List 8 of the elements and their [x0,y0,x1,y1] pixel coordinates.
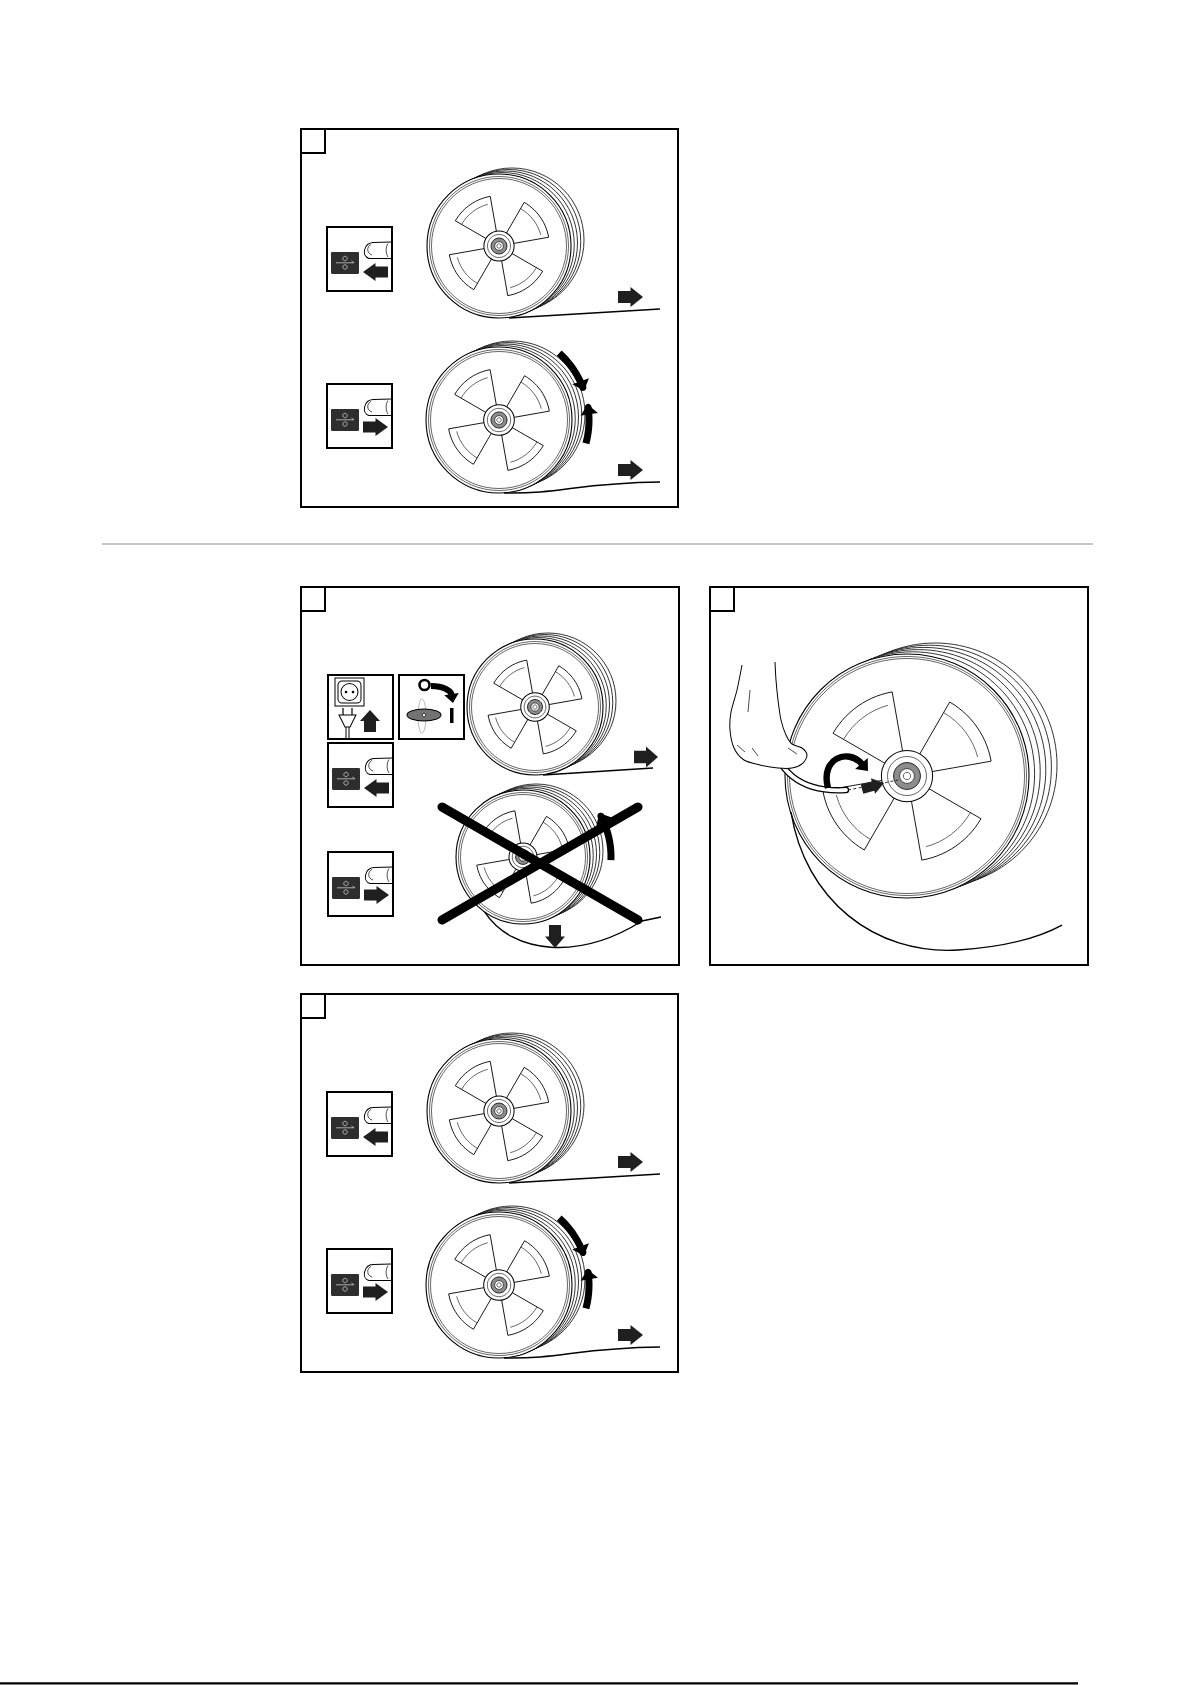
step-panel [300,586,680,966]
corner-box [709,586,735,612]
corner-box [300,993,326,1019]
corner-box [300,586,326,612]
corner-box [300,128,326,154]
step-panel [300,993,679,1373]
step-panel [709,586,1089,966]
step-panel [300,128,679,508]
